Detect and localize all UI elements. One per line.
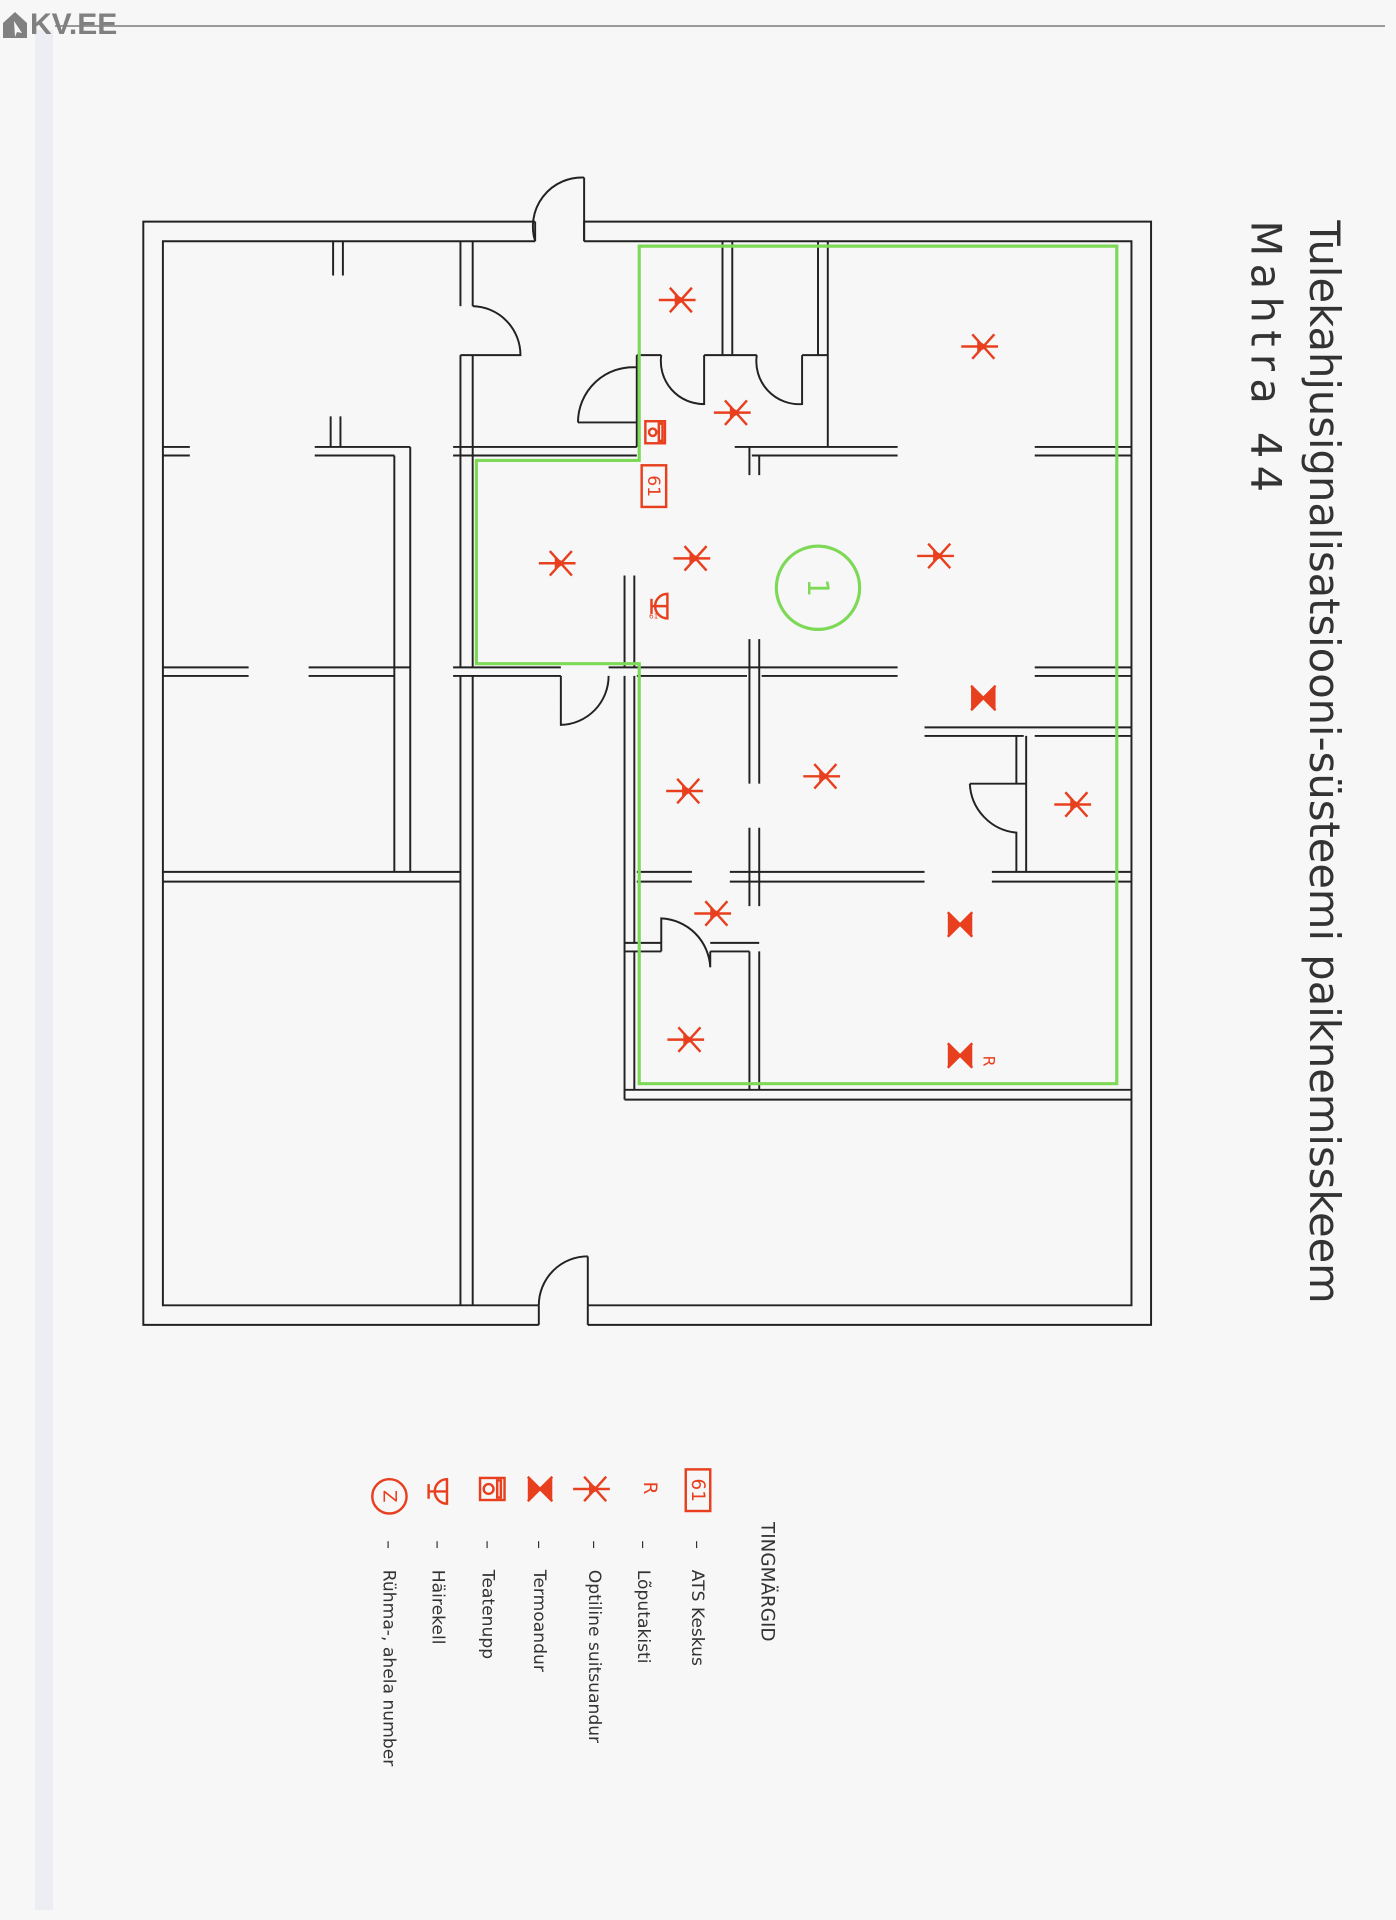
ats-panel: 61: [640, 464, 668, 509]
legend-item-label: ATS Keskus: [687, 1570, 707, 1666]
legend: TINGMÄRGID – ATS Keskus – Lõputakisti – Optil…: [371, 1468, 778, 1767]
group-number-marker: 1: [774, 544, 862, 631]
legend-heat-detector-icon: [526, 1475, 554, 1503]
legend-resistor-symbol: R: [639, 1482, 660, 1495]
optical-smoke-detector-icon: [694, 900, 732, 927]
heat-detector-icon: [946, 1042, 974, 1069]
optical-smoke-detector-icon: [538, 550, 576, 577]
optical-smoke-detector-icon: [666, 777, 703, 805]
legend-dash: –: [477, 1540, 497, 1549]
legend-item-label: Optiline suitsuandur: [584, 1570, 604, 1744]
alarm-bell-icon: 61: [649, 592, 669, 620]
title-block: Tulekahjusignalisatsiooni-süsteemi paikn…: [1241, 219, 1349, 1303]
legend-item-label: Termoandur: [529, 1569, 549, 1673]
scan-edge: [35, 30, 53, 1910]
legend-group-symbol: Z: [378, 1490, 399, 1503]
legend-dash: –: [378, 1540, 398, 1549]
legend-dash: –: [529, 1540, 549, 1549]
group-number: 1: [801, 578, 835, 597]
call-point-icon: [644, 420, 667, 445]
legend-dash: –: [584, 1540, 604, 1549]
kv-logo[interactable]: KV.EE: [2, 8, 117, 42]
plan-title: Tulekahjusignalisatsiooni-süsteemi paikn…: [1300, 219, 1349, 1303]
optical-smoke-detector-icon: [673, 545, 711, 572]
legend-call-point-icon: [478, 1476, 506, 1502]
legend-smoke-detector-icon: [573, 1475, 610, 1503]
legend-alarm-bell-icon: [427, 1477, 449, 1505]
optical-smoke-detector-icon: [658, 286, 696, 314]
bell-label: 61: [649, 611, 658, 620]
legend-item-label: Lõputakisti: [633, 1570, 653, 1664]
logo-text: KV.EE: [30, 8, 118, 41]
end-resistor-label: R: [979, 1056, 998, 1067]
legend-dash: –: [687, 1540, 707, 1549]
alarm-zone-outline: [474, 244, 1119, 1086]
legend-ats-symbol: 61: [687, 1479, 708, 1502]
house-icon: [3, 12, 27, 38]
legend-item-label: Teatenupp: [477, 1569, 497, 1659]
legend-dash: –: [427, 1540, 447, 1549]
plan-address: Mahtra 44: [1241, 220, 1290, 499]
optical-smoke-detector-icon: [961, 333, 998, 360]
walls: [142, 176, 1153, 1326]
heat-detector-icon: [946, 911, 974, 938]
legend-item-label: Rühma-, ahela number: [378, 1570, 398, 1767]
optical-smoke-detector-icon: [713, 399, 751, 426]
optical-smoke-detector-icon: [917, 542, 954, 569]
legend-heading: TINGMÄRGID: [757, 1521, 778, 1642]
legend-dash: –: [633, 1540, 653, 1549]
heat-detector-icon: [970, 684, 997, 712]
header-rule: [55, 25, 1385, 27]
optical-smoke-detector-icon: [667, 1026, 705, 1053]
legend-item-label: Häirekell: [427, 1570, 447, 1645]
ats-label: 61: [643, 475, 663, 497]
optical-smoke-detector-icon: [1054, 791, 1092, 818]
optical-smoke-detector-icon: [803, 763, 841, 790]
